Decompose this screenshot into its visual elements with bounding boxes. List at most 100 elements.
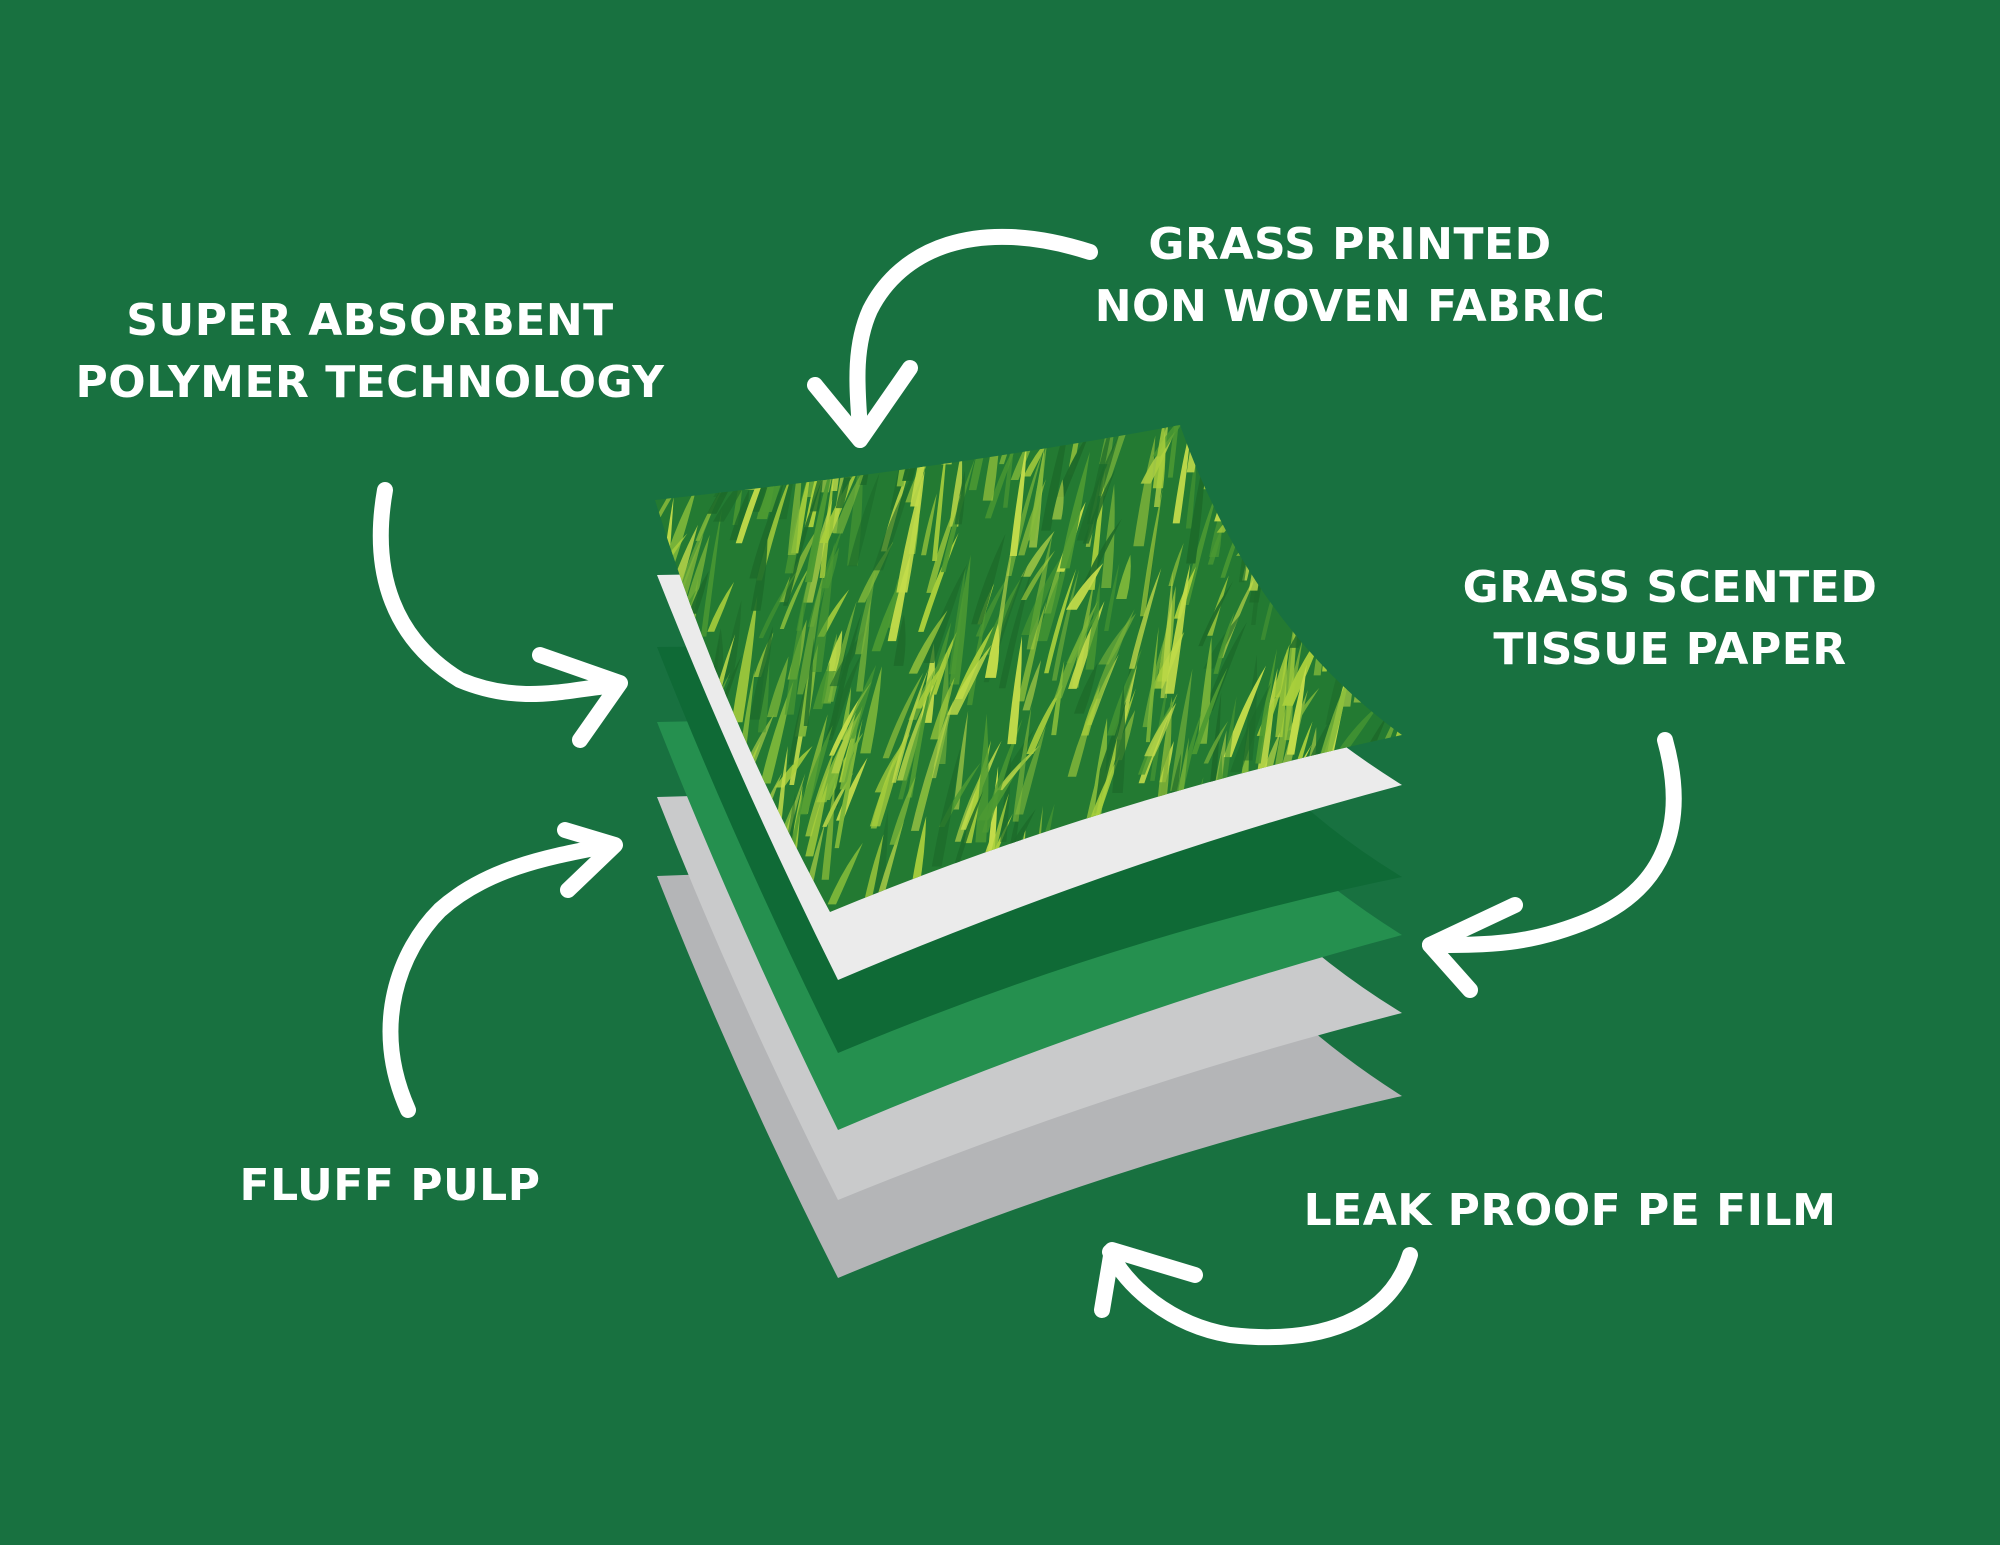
grass-blade	[1390, 425, 1402, 543]
grass-blade	[779, 564, 811, 630]
grass-blade	[1333, 466, 1358, 536]
grass-blade	[882, 672, 924, 759]
grass-blade	[696, 425, 716, 477]
grass-blade	[1044, 568, 1077, 674]
grass-blade	[655, 556, 672, 657]
grass-blade	[1152, 425, 1166, 489]
grass-blade	[966, 425, 1005, 436]
label-grass-scented-tissue: GRASS SCENTED TISSUE PAPER	[1440, 557, 1900, 681]
grass-blade	[911, 425, 952, 440]
grass-blade	[1399, 791, 1402, 885]
grass-blade	[1144, 702, 1177, 757]
grass-blade	[936, 425, 970, 459]
grass-blade	[946, 644, 992, 715]
curved-arrow-icon	[1094, 1242, 1418, 1346]
label-line: SUPER ABSORBENT	[126, 295, 614, 346]
grass-blade	[1276, 425, 1290, 486]
grass-blade	[703, 425, 720, 446]
grass-blade	[707, 581, 735, 632]
grass-blade	[1290, 465, 1328, 521]
grass-blade	[930, 630, 958, 695]
grass-blade	[679, 425, 707, 437]
grass-blade	[1234, 425, 1257, 478]
grass-blade	[1203, 721, 1229, 764]
grass-blade	[1160, 570, 1173, 699]
grass-blade	[915, 661, 946, 709]
grass-blade	[954, 625, 994, 699]
grass-blade	[975, 713, 989, 843]
grass-blade	[1021, 531, 1055, 577]
grass-blade	[1129, 568, 1162, 669]
grass-blade	[1244, 425, 1272, 438]
grass-blade	[786, 425, 807, 463]
grass-blade	[1289, 599, 1323, 648]
grass-blade	[1352, 425, 1385, 440]
grass-blade	[889, 776, 916, 845]
grass-blade	[920, 425, 934, 469]
grass-blade	[1213, 611, 1235, 674]
grass-blade	[1021, 552, 1065, 635]
grass-blade	[1236, 515, 1277, 556]
label-line: GRASS PRINTED	[1148, 219, 1552, 270]
grass-blade	[1331, 425, 1355, 511]
grass-blade	[1230, 682, 1272, 773]
grass-blade	[984, 623, 1000, 678]
grass-blade	[932, 436, 948, 561]
grass-blade	[1405, 786, 1443, 860]
grass-blade	[1106, 648, 1142, 736]
label-line: LEAK PROOF PE FILM	[1303, 1185, 1837, 1236]
grass-blade	[1255, 648, 1278, 764]
grass-blade	[1252, 469, 1296, 570]
grass-blade	[1051, 569, 1080, 681]
grass-blade	[1238, 454, 1262, 583]
grass-blade	[1168, 543, 1184, 586]
grass-blade	[750, 533, 768, 611]
grass-blade	[1309, 437, 1353, 493]
label-leak-proof-film: LEAK PROOF PE FILM	[1300, 1180, 1840, 1242]
grass-blade	[771, 425, 783, 449]
grass-blade	[1321, 427, 1350, 524]
grass-blade	[1294, 472, 1324, 577]
grass-blade	[1272, 644, 1290, 698]
grass-blade	[1214, 429, 1254, 522]
grass-blade	[1265, 425, 1290, 485]
grass-blade	[1306, 478, 1349, 604]
grass-blade	[1167, 425, 1184, 478]
grass-blade	[784, 596, 805, 715]
grass-blade	[1398, 579, 1402, 651]
grass-blade	[812, 662, 830, 710]
grass-blade	[1336, 475, 1353, 583]
grass-blade	[1015, 725, 1047, 815]
grass-blade	[1393, 425, 1402, 434]
curved-arrow-icon	[372, 482, 628, 748]
grass-blade	[688, 571, 709, 614]
grass-blade	[860, 666, 882, 754]
grass-blade	[655, 560, 660, 653]
grass-blade	[1012, 706, 1032, 822]
grass-blade	[1375, 425, 1401, 503]
grass-blade	[1009, 440, 1028, 557]
grass-blade	[954, 790, 984, 864]
grass-blade	[1204, 622, 1247, 711]
grass-blade	[1076, 434, 1120, 541]
label-line: NON WOVEN FABRIC	[1094, 281, 1606, 332]
grass-blade	[1026, 684, 1064, 754]
grass-blade	[1028, 441, 1048, 541]
grass-blade	[953, 710, 969, 810]
grass-blade	[1398, 608, 1402, 708]
grass-blade	[1404, 837, 1439, 888]
grass-blade	[1216, 491, 1258, 533]
grass-blade	[655, 550, 662, 656]
grass-blade	[1374, 438, 1392, 506]
grass-blade	[811, 542, 835, 672]
grass-blade	[1301, 433, 1327, 513]
grass-blade	[1322, 578, 1336, 672]
grass-blade	[1203, 425, 1235, 490]
grass-blade	[766, 656, 789, 718]
grass-blade	[1363, 425, 1384, 456]
grass-blade	[1170, 668, 1193, 792]
grass-blade	[788, 681, 807, 765]
grass-blade	[1219, 431, 1257, 496]
